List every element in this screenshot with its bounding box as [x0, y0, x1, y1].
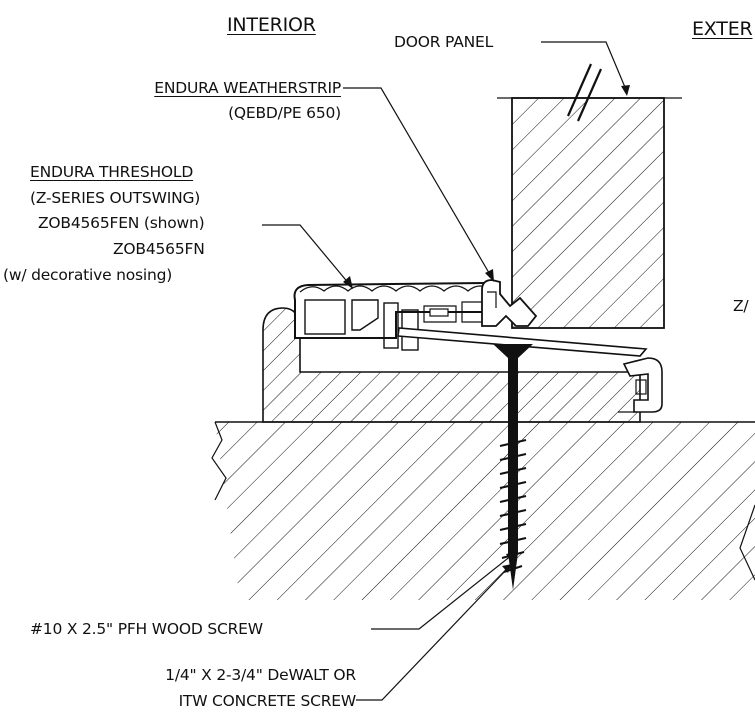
door-panel [497, 63, 682, 329]
weatherstrip-label-line2: (QEBD/PE 650) [228, 104, 341, 122]
exterior-label: EXTER [692, 18, 753, 40]
leader-lines [262, 41, 630, 701]
threshold-label-line2: (Z-SERIES OUTSWING) [30, 189, 201, 207]
subfloor-section [211, 421, 755, 600]
weatherstrip-label-line1: ENDURA WEATHERSTRIP [154, 79, 341, 97]
threshold-label-line4: ZOB4565FN [113, 240, 205, 258]
concrete-screw-label-line2: ITW CONCRETE SCREW [178, 692, 357, 710]
threshold-label-line1: ENDURA THRESHOLD [30, 163, 194, 181]
threshold-extrusion [293, 281, 663, 413]
wood-screw [493, 344, 533, 590]
door-panel-label: DOOR PANEL [394, 33, 494, 51]
threshold-label-line3: ZOB4565FEN (shown) [38, 214, 205, 232]
right-cut-label: Z/ [733, 297, 749, 315]
threshold-label-line5: (w/ decorative nosing) [3, 266, 173, 284]
interior-label: INTERIOR [227, 14, 316, 36]
wood-screw-label: #10 X 2.5" PFH WOOD SCREW [30, 620, 263, 638]
concrete-screw-label-line1: 1/4" X 2-3/4" DeWALT OR [165, 666, 356, 684]
